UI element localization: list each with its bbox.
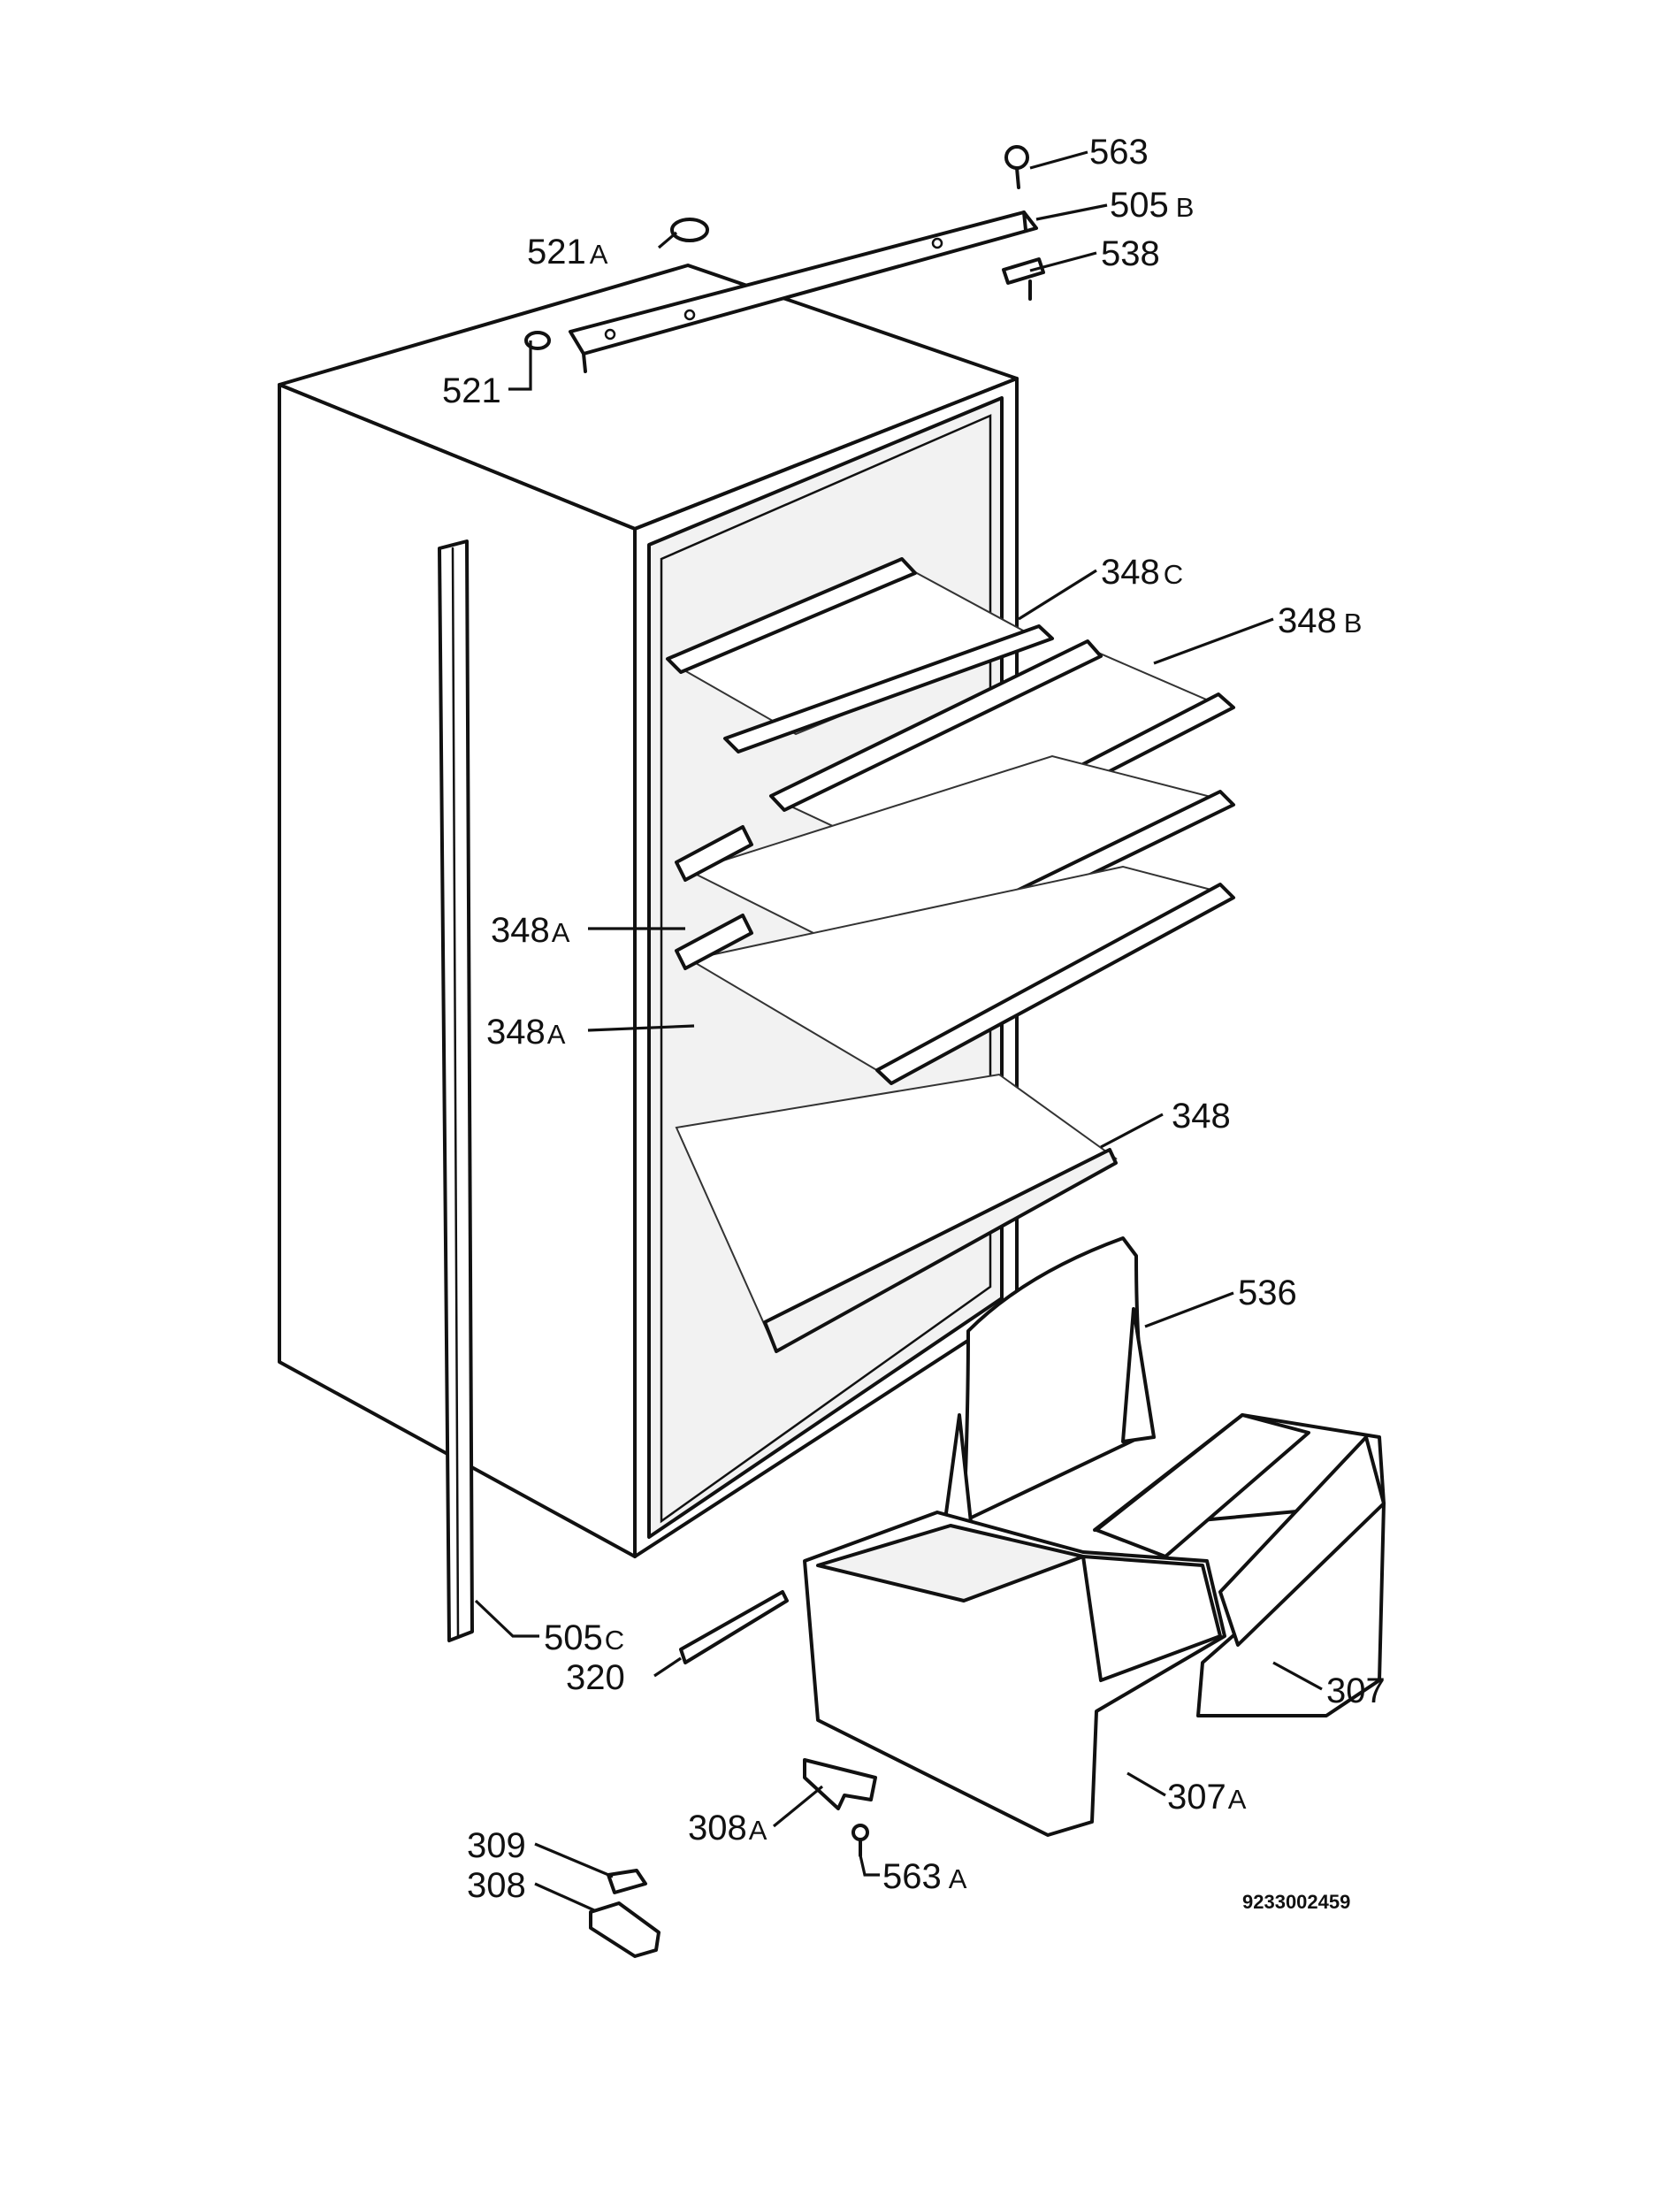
- shelf-348a-lower: [675, 865, 1235, 1085]
- crisper-drawer-307a: [803, 1511, 1226, 1837]
- shelf-348: [675, 1073, 1118, 1353]
- label-521: 521: [442, 371, 501, 410]
- label-536: 536: [1238, 1274, 1297, 1312]
- leader-lines: [474, 150, 1323, 1912]
- label-309: 309: [467, 1826, 526, 1865]
- label-348a-upper: 348A: [491, 911, 570, 950]
- label-307: 307: [1326, 1671, 1386, 1710]
- label-320: 320: [566, 1658, 625, 1697]
- door-trim-505c: [438, 539, 474, 1642]
- label-308: 308: [467, 1866, 526, 1905]
- label-307a: 307A: [1167, 1778, 1247, 1817]
- label-348: 348: [1172, 1097, 1231, 1136]
- label-538: 538: [1101, 234, 1160, 273]
- document-number: 9233002459: [1242, 1891, 1350, 1913]
- small-parts: [524, 145, 1045, 1958]
- label-308a: 308A: [688, 1809, 767, 1847]
- crisper-cover-536: [940, 1236, 1156, 1548]
- label-505c: 505C: [544, 1618, 624, 1657]
- crisper-drawer-307: [1093, 1413, 1386, 1717]
- label-348a-lower: 348A: [486, 1013, 566, 1052]
- shelf-348c: [666, 557, 1054, 753]
- label-563: 563: [1089, 133, 1149, 172]
